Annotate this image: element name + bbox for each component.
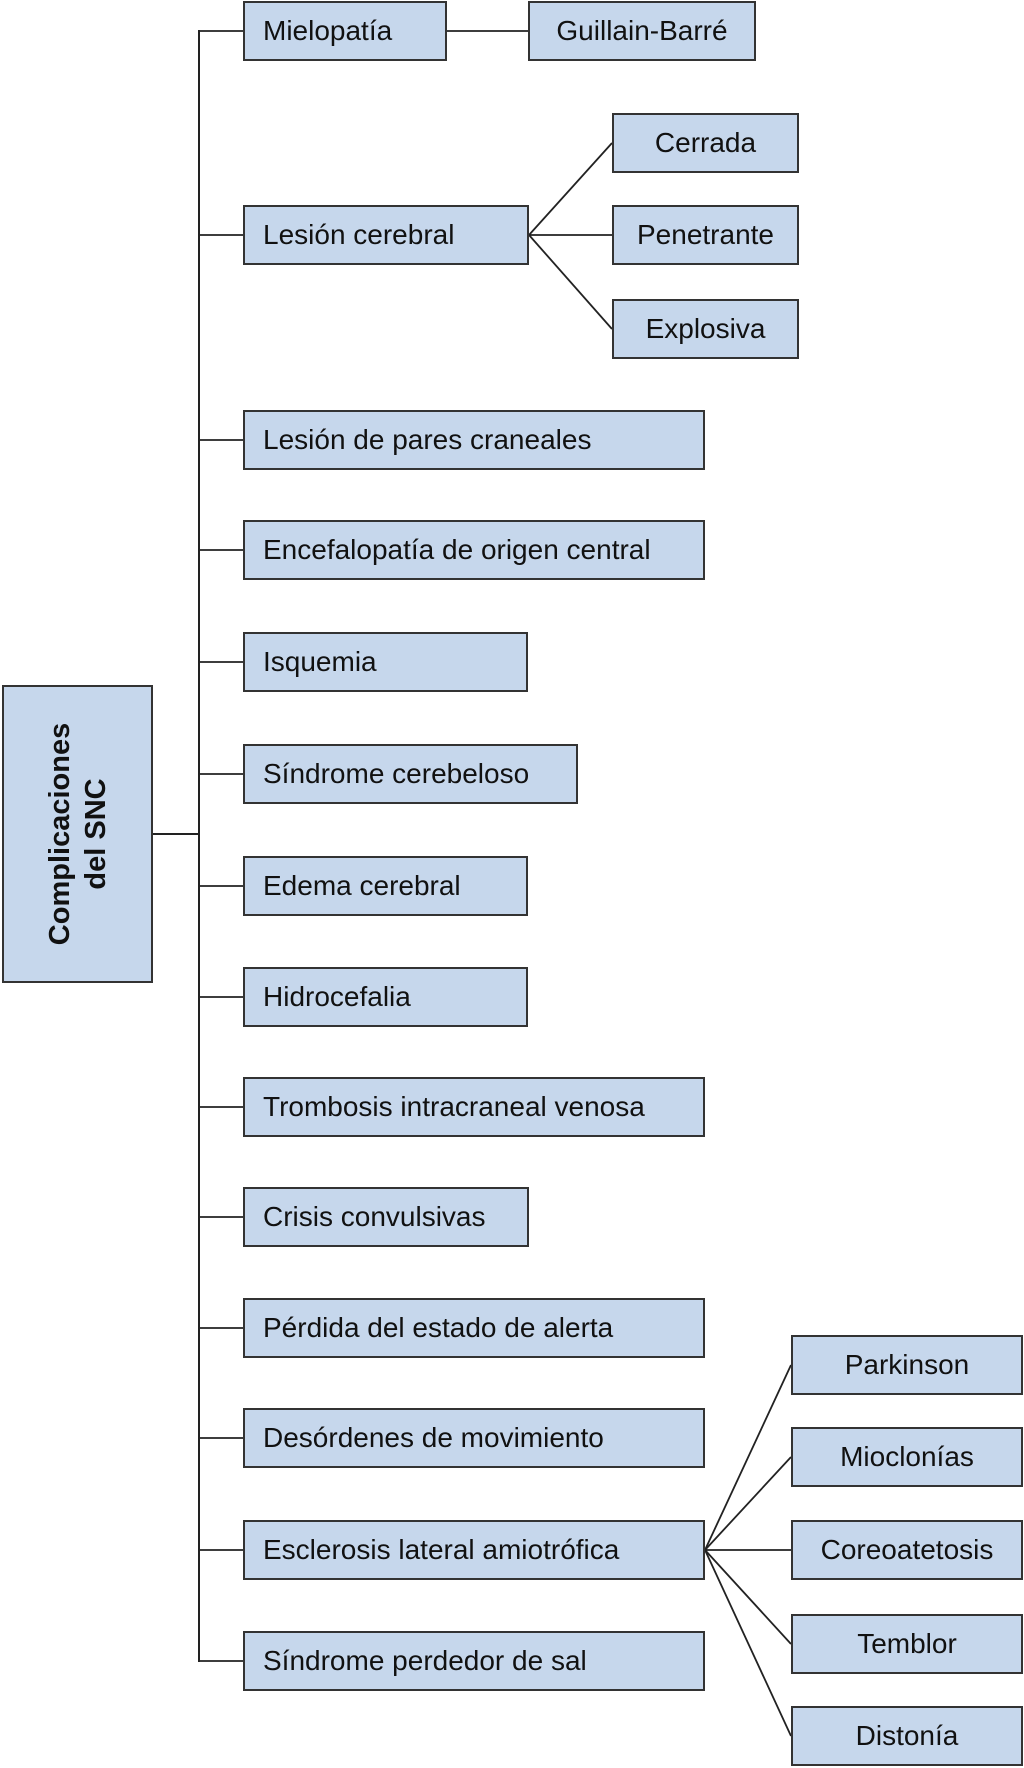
child-temblor: Temblor	[791, 1614, 1023, 1674]
child-connector	[704, 1549, 792, 1645]
root-label: Complicaciones del SNC	[42, 723, 114, 945]
branch-lesion-cerebral: Lesión cerebral	[243, 205, 529, 265]
child-distonia: Distonía	[791, 1706, 1023, 1766]
child-parkinson: Parkinson	[791, 1335, 1023, 1395]
branch-crisis-convulsivas: Crisis convulsivas	[243, 1187, 529, 1247]
branch-desordenes-movimiento: Desórdenes de movimiento	[243, 1408, 705, 1468]
branch-perdida-alerta: Pérdida del estado de alerta	[243, 1298, 705, 1358]
branch-edema-cerebral: Edema cerebral	[243, 856, 528, 916]
branch-sindrome-perdedor-sal: Síndrome perdedor de sal	[243, 1631, 705, 1691]
branch-mielopatia: Mielopatía	[243, 1, 447, 61]
child-guillain-barre: Guillain-Barré	[528, 1, 756, 61]
branch-sindrome-cerebeloso: Síndrome cerebeloso	[243, 744, 578, 804]
branch-trombosis: Trombosis intracraneal venosa	[243, 1077, 705, 1137]
child-mioclonias: Mioclonías	[791, 1427, 1023, 1487]
root-node: Complicaciones del SNC	[2, 685, 153, 983]
child-connector	[704, 1456, 792, 1551]
branch-lesion-pares-craneales: Lesión de pares craneales	[243, 410, 705, 470]
child-connector	[528, 142, 613, 236]
branch-hidrocefalia: Hidrocefalia	[243, 967, 528, 1027]
child-connector	[704, 1364, 792, 1551]
branch-encefalopatia: Encefalopatía de origen central	[243, 520, 705, 580]
root-label-line2: del SNC	[79, 778, 112, 890]
child-penetrante: Penetrante	[612, 205, 799, 265]
child-connector	[704, 1549, 792, 1737]
root-label-line1: Complicaciones	[43, 722, 76, 946]
child-coreoatetosis: Coreoatetosis	[791, 1520, 1023, 1580]
child-explosiva: Explosiva	[612, 299, 799, 359]
child-cerrada: Cerrada	[612, 113, 799, 173]
branch-isquemia: Isquemia	[243, 632, 528, 692]
child-connector	[528, 234, 613, 330]
branch-ela: Esclerosis lateral amiotrófica	[243, 1520, 705, 1580]
